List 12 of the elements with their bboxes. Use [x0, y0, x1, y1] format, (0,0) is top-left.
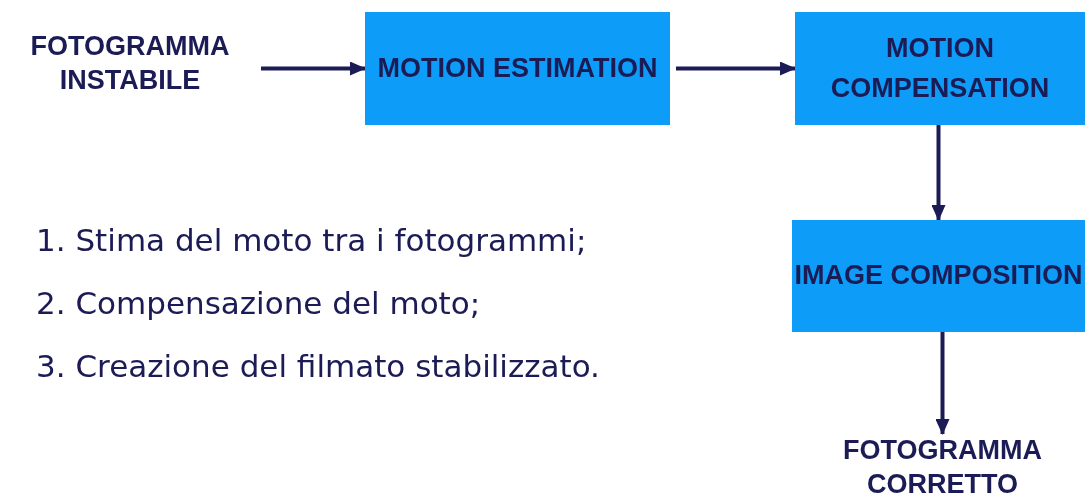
- arrow: [676, 61, 796, 76]
- list-item: 3. Creazione del filmato stabilizzato.: [36, 347, 600, 386]
- process-box: MOTION COMPENSATION: [795, 12, 1085, 125]
- list-item: 1. Stima del moto tra i fotogrammi;: [36, 221, 588, 260]
- flow-text: FOTOGRAMMA INSTABILE: [5, 28, 255, 100]
- arrow: [261, 61, 366, 76]
- list-item: 2. Compensazione del moto;: [36, 284, 482, 323]
- process-box: IMAGE COMPOSITION: [792, 220, 1085, 332]
- arrow: [935, 332, 950, 435]
- arrow: [931, 125, 946, 221]
- process-box: MOTION ESTIMATION: [365, 12, 670, 125]
- flow-text: FOTOGRAMMA CORRETTO: [805, 434, 1080, 502]
